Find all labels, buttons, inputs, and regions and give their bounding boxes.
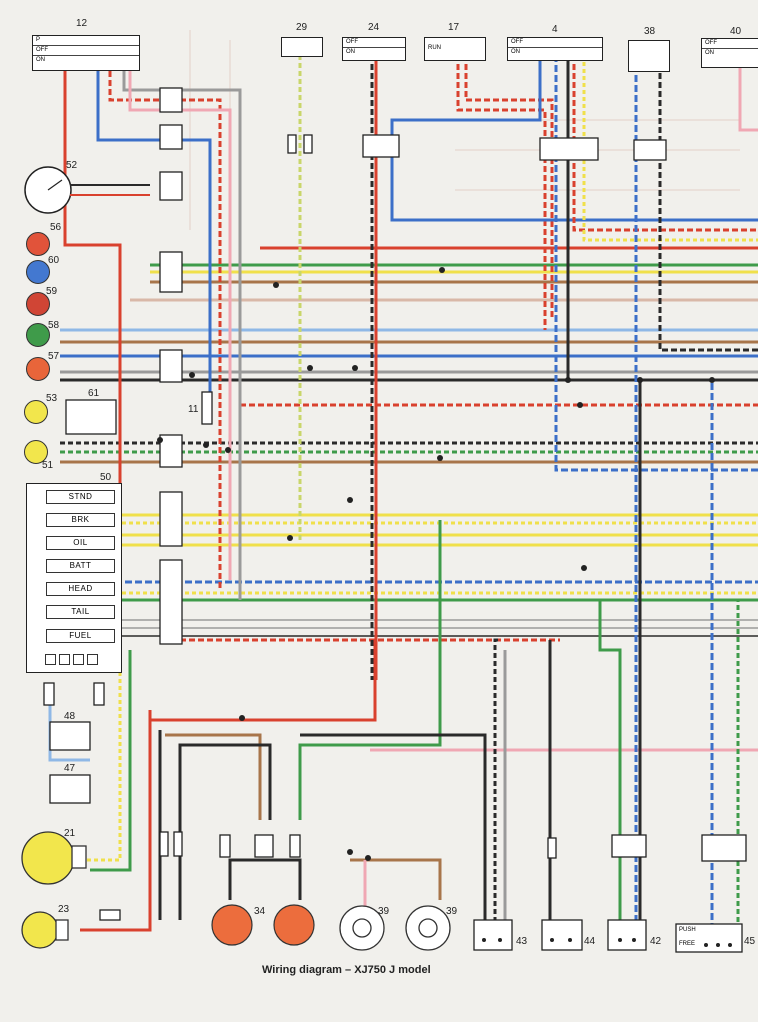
label-48: 48: [64, 711, 76, 722]
bottom-switches: [473, 919, 743, 953]
switch-24[interactable]: OFF ON: [342, 37, 406, 61]
switch-label-run: RUN: [428, 45, 441, 51]
switch-45-free-label: FREE: [679, 941, 696, 947]
switch-29[interactable]: [281, 37, 323, 57]
indicator-panel-50: STND BRK OIL BATT HEAD TAIL FUEL: [26, 483, 122, 673]
label-60: 60: [48, 255, 60, 266]
label-42: 42: [650, 936, 662, 947]
switch-45-push-label: PUSH: [679, 927, 696, 933]
label-39a: 39: [378, 906, 390, 917]
label-11: 11: [188, 404, 199, 415]
switch-label-p: P: [33, 36, 139, 46]
label-44: 44: [584, 936, 596, 947]
label-59: 59: [46, 286, 58, 297]
switch-contacts: [482, 938, 732, 947]
gauge-52: [24, 166, 150, 214]
top-vertical-runs: [63, 55, 758, 940]
connector-blocks: [43, 87, 747, 921]
label-52: 52: [66, 160, 78, 171]
stop-tail-lamps-34: [211, 904, 315, 946]
indicator-stnd: STND: [46, 490, 115, 504]
switch-label-off: OFF: [33, 46, 139, 56]
indicator-fuel: FUEL: [46, 629, 115, 643]
switch-label-on: ON: [511, 49, 520, 55]
label-24: 24: [368, 22, 380, 33]
label-57: 57: [48, 351, 60, 362]
indicator-lamp-53: [24, 400, 48, 424]
switch-label-on: ON: [36, 57, 45, 63]
switch-40[interactable]: OFF ON: [701, 38, 758, 68]
switch-label-off: OFF: [702, 39, 758, 49]
switch-label-off: OFF: [343, 38, 405, 48]
switch-label-on: ON: [705, 50, 714, 56]
indicator-lamp-51: [24, 440, 48, 464]
panel-bulb-row: [45, 652, 105, 665]
label-21: 21: [64, 828, 76, 839]
indicator-lamp-59: [26, 292, 50, 316]
label-38: 38: [644, 26, 656, 37]
indicator-oil: OIL: [46, 536, 115, 550]
label-23: 23: [58, 904, 70, 915]
indicator-tail: TAIL: [46, 605, 115, 619]
label-51: 51: [42, 460, 54, 471]
indicator-lamp-57: [26, 357, 50, 381]
label-58: 58: [48, 320, 60, 331]
switch-label-off: OFF: [508, 38, 602, 48]
label-29: 29: [296, 22, 308, 33]
switch-4[interactable]: OFF ON: [507, 37, 603, 61]
junction-dots: [157, 267, 715, 941]
main-switch-12[interactable]: P OFF ON: [32, 35, 140, 71]
indicator-lamp-60: [26, 260, 50, 284]
label-43: 43: [516, 936, 528, 947]
label-56: 56: [50, 222, 62, 233]
horizontal-bus: [60, 246, 758, 752]
label-53: 53: [46, 393, 58, 404]
label-17: 17: [448, 22, 460, 33]
label-12: 12: [76, 18, 88, 29]
indicator-head: HEAD: [46, 582, 115, 596]
horns-39: [339, 905, 451, 951]
indicator-lamp-56: [26, 232, 50, 256]
label-40: 40: [730, 26, 742, 37]
kill-switch-17[interactable]: RUN: [424, 37, 486, 61]
label-45: 45: [744, 936, 756, 947]
label-34: 34: [254, 906, 266, 917]
label-4: 4: [552, 24, 558, 35]
label-47: 47: [64, 763, 76, 774]
switch-38[interactable]: [628, 40, 670, 72]
switch-label-on: ON: [346, 49, 355, 55]
label-61: 61: [88, 388, 100, 399]
relays: [49, 399, 117, 804]
indicator-lamp-58: [26, 323, 50, 347]
indicator-brk: BRK: [46, 513, 115, 527]
label-50: 50: [100, 472, 112, 483]
headlights: [21, 831, 87, 949]
label-39b: 39: [446, 906, 458, 917]
diagram-caption: Wiring diagram – XJ750 J model: [262, 964, 431, 976]
indicator-batt: BATT: [46, 559, 115, 573]
